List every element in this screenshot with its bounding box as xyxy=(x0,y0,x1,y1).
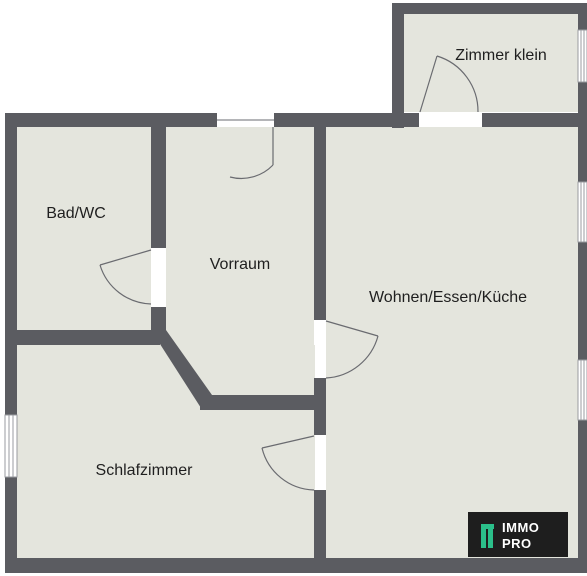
door-entrance xyxy=(217,119,274,180)
floor-zimmer-klein xyxy=(404,14,578,112)
window-wohnen-upper xyxy=(577,181,587,243)
door-zimmer-klein xyxy=(419,55,479,113)
room-labels: Zimmer klein Bad/WC Vorraum Wohnen/Essen… xyxy=(46,47,547,479)
floor-areas xyxy=(17,14,578,558)
wall-bad-vorraum-upper xyxy=(151,113,166,248)
label-wohnen: Wohnen/Essen/Küche xyxy=(369,289,527,306)
label-bad-wc: Bad/WC xyxy=(46,205,106,222)
door-wohnen xyxy=(325,320,379,379)
wall-top-mid xyxy=(274,113,419,127)
logo-mark-icon xyxy=(481,524,494,548)
wall-bad-schlaf xyxy=(5,330,160,345)
wall-zk-top xyxy=(392,3,587,14)
label-schlafzimmer: Schlafzimmer xyxy=(96,462,194,479)
wall-wohnen-stub xyxy=(314,378,326,435)
label-zimmer-klein: Zimmer klein xyxy=(455,47,547,64)
wall-zk-left xyxy=(392,3,404,128)
doors xyxy=(99,55,479,491)
wall-vorraum-schlaf xyxy=(200,395,326,410)
window-schlafzimmer xyxy=(4,414,18,478)
wall-bottom xyxy=(5,558,587,573)
label-vorraum: Vorraum xyxy=(210,256,270,273)
wall-vorraum-wohnen-upper xyxy=(314,113,326,320)
wall-schlaf-wohnen-lower xyxy=(314,490,326,560)
window-wohnen-lower xyxy=(577,359,587,421)
floor-schlafzimmer xyxy=(17,345,315,558)
door-bad xyxy=(99,249,152,305)
window-zimmer-klein xyxy=(577,29,587,83)
wall-diagonal xyxy=(151,330,212,408)
wall-top-right xyxy=(482,113,582,127)
floor-bad-wc xyxy=(17,127,151,330)
wall-right xyxy=(578,3,587,573)
wall-bad-vorraum-lower xyxy=(151,307,166,337)
walls xyxy=(5,3,587,573)
door-schlafzimmer xyxy=(261,435,315,491)
logo-text-line1: IMMO xyxy=(502,520,539,535)
logo-text-line2: PRO xyxy=(502,536,532,551)
immopro-logo: IMMO PRO xyxy=(468,512,568,557)
windows xyxy=(4,29,587,478)
floor-wohnen xyxy=(326,127,578,558)
wall-top-left xyxy=(5,113,217,127)
